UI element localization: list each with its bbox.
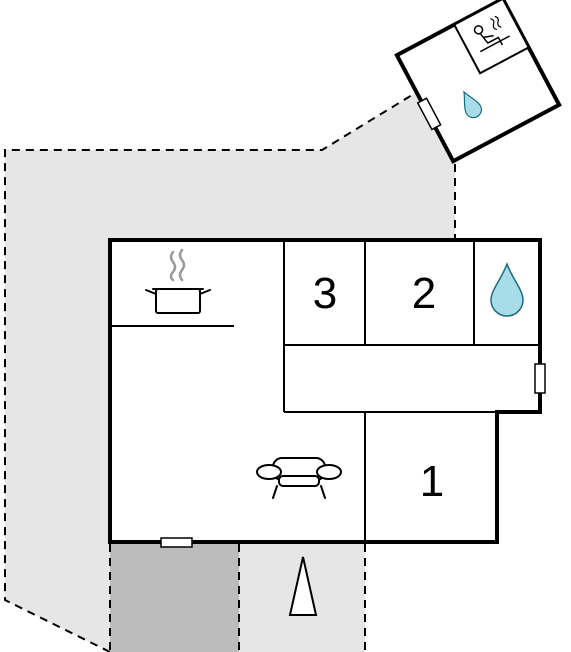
house-exterior-walls	[108, 238, 542, 544]
room-1-label: 1	[420, 457, 444, 506]
water-drop-icon	[463, 90, 482, 119]
side-door	[534, 363, 546, 394]
carport-area	[110, 544, 239, 652]
front-door	[160, 537, 193, 548]
water-drop-icon	[490, 261, 524, 317]
room-3-label: 3	[313, 269, 337, 318]
cooking-pot-icon	[145, 248, 211, 314]
sauna-person-icon	[473, 15, 510, 53]
sofa-icon	[256, 457, 342, 499]
house-floor	[110, 240, 540, 542]
outdoor-area-boundary	[4, 91, 456, 652]
carport-boundary	[109, 544, 240, 652]
sauna-building	[394, 0, 562, 164]
interior-walls	[110, 240, 540, 542]
room-2-label: 2	[412, 269, 436, 318]
sauna-door	[416, 97, 442, 131]
north-arrow-icon	[288, 556, 318, 616]
outdoor-area	[5, 92, 455, 652]
